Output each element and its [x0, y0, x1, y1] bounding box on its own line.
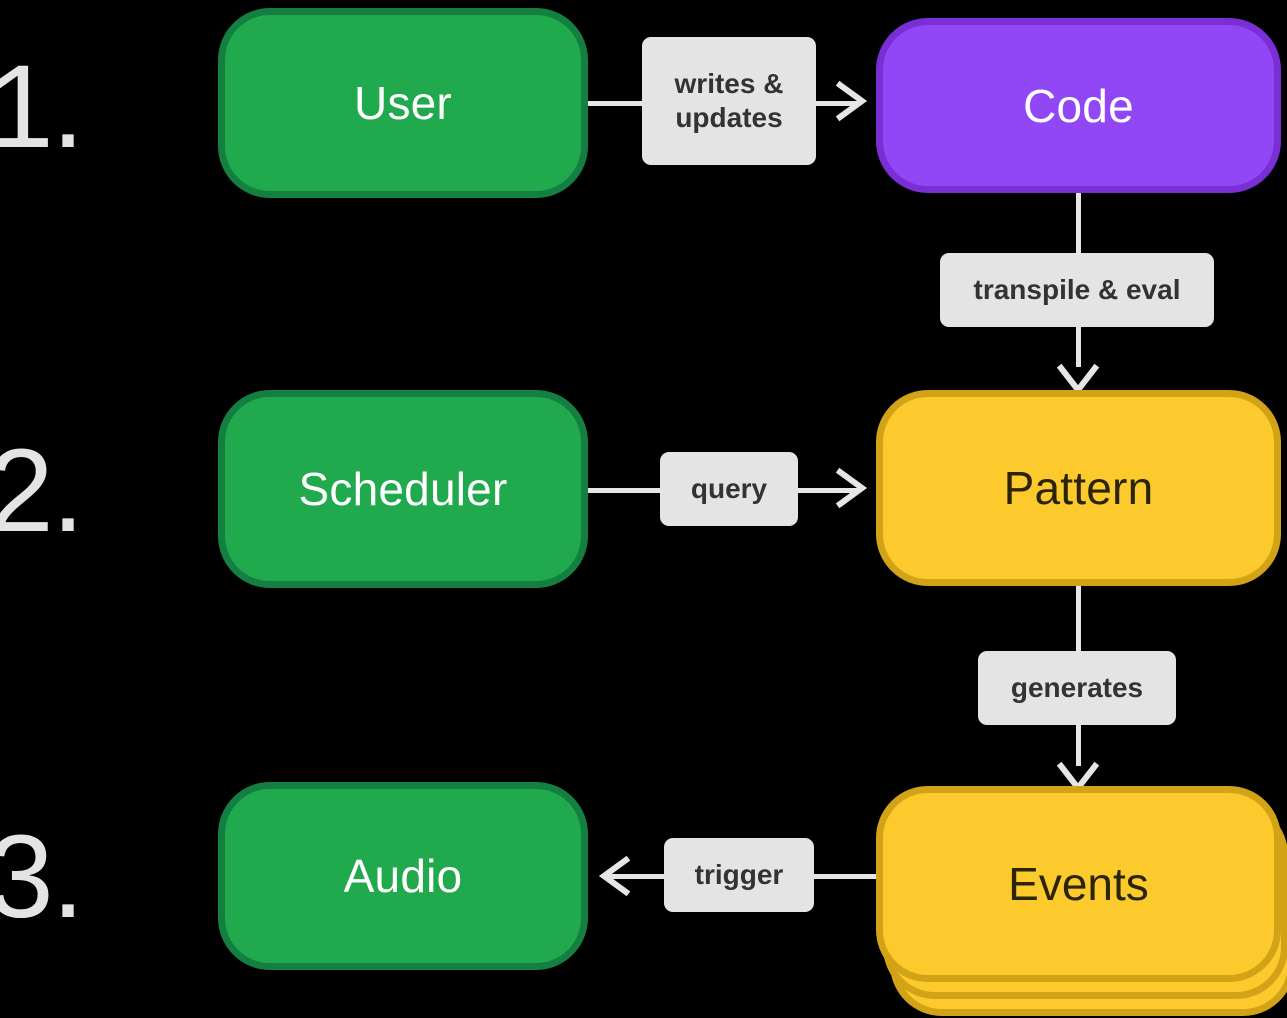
node-events[interactable]: Events	[876, 786, 1287, 1018]
edge-pattern-events-line-bottom	[1076, 724, 1081, 766]
node-audio[interactable]: Audio	[218, 782, 588, 970]
edge-label-generates: generates	[978, 651, 1176, 725]
edge-user-code-line-right	[814, 101, 858, 106]
node-events-card-front: Events	[876, 786, 1281, 982]
edge-label-transpile-eval: transpile & eval	[940, 253, 1214, 327]
node-pattern-label: Pattern	[1003, 462, 1154, 514]
node-user[interactable]: User	[218, 8, 588, 198]
step-number-2: 2.	[0, 425, 84, 557]
edge-label-writes-updates: writes & updates	[642, 37, 816, 165]
edge-pattern-events-line-top	[1076, 586, 1081, 652]
node-code-label: Code	[1023, 79, 1134, 132]
edge-events-audio-line-left	[606, 874, 666, 879]
edge-user-code-line-left	[588, 101, 644, 106]
node-scheduler-label: Scheduler	[298, 463, 508, 515]
edge-scheduler-pattern-line-left	[588, 488, 662, 493]
step-number-3: 3.	[0, 811, 84, 943]
step-number-1: 1.	[0, 41, 84, 173]
edge-events-audio-line-right	[812, 874, 896, 879]
edge-code-pattern-line-bottom	[1076, 325, 1081, 367]
node-code[interactable]: Code	[876, 18, 1281, 193]
node-user-label: User	[354, 77, 452, 129]
node-pattern[interactable]: Pattern	[876, 390, 1281, 586]
node-audio-label: Audio	[343, 850, 463, 902]
edge-code-pattern-line-top	[1076, 193, 1081, 255]
edge-label-query: query	[660, 452, 798, 526]
edge-label-trigger: trigger	[664, 838, 814, 912]
edge-scheduler-pattern-line-right	[796, 488, 858, 493]
node-events-label: Events	[1008, 858, 1149, 910]
node-scheduler[interactable]: Scheduler	[218, 390, 588, 588]
